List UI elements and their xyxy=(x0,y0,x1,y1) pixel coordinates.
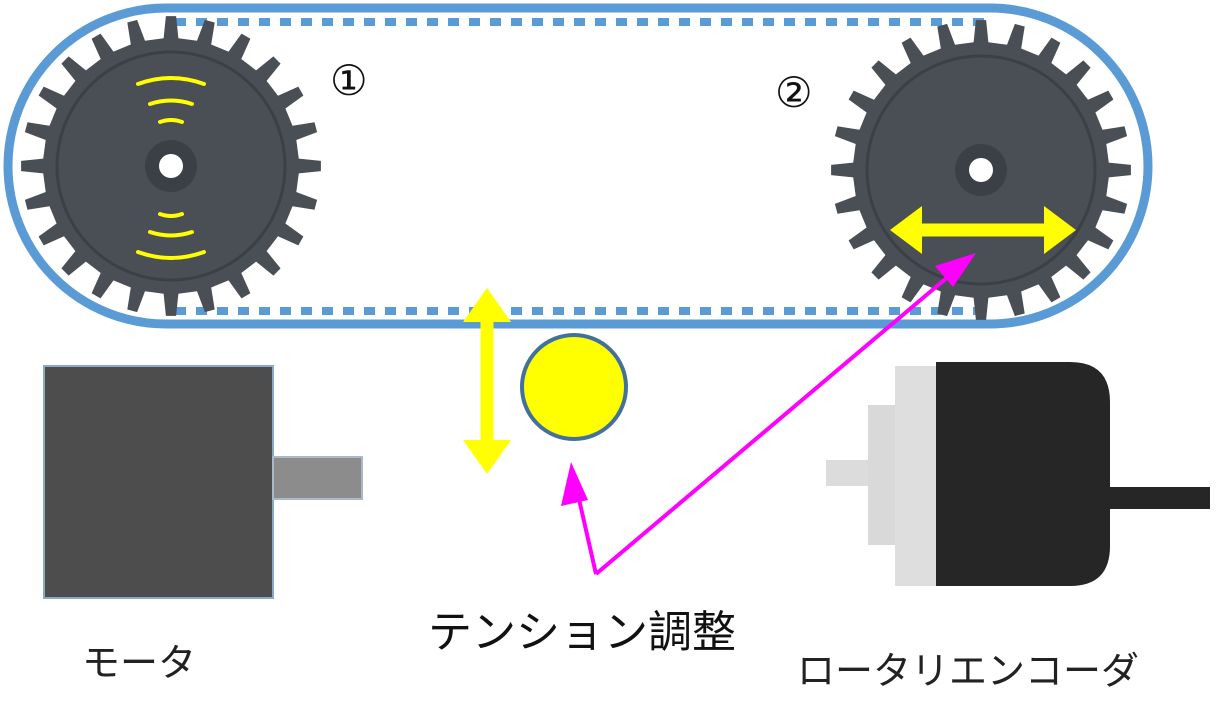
gear-icon xyxy=(21,16,321,316)
timing-belt xyxy=(3,3,1153,329)
tension-roller xyxy=(520,333,628,441)
motor-label: モータ xyxy=(82,641,197,685)
rotary-encoder-label: ロータリエンコーダ xyxy=(797,649,1140,693)
gear-rim xyxy=(865,54,1097,286)
gear-axle-hole xyxy=(159,154,183,178)
pulley-1-label: ① xyxy=(330,56,368,105)
motor-icon xyxy=(43,365,363,599)
gear-axle-hole xyxy=(969,158,993,182)
tension-pointer-arrows xyxy=(561,253,976,576)
tension-adjust-label: テンション調整 xyxy=(428,607,736,658)
vertical-adjust-arrow xyxy=(463,288,511,474)
gear-icon xyxy=(831,20,1131,320)
rotary-encoder-icon xyxy=(826,362,1210,586)
pulley-2-label: ② xyxy=(775,68,813,117)
horizontal-adjust-arrow xyxy=(890,206,1076,254)
rotation-marks xyxy=(136,76,206,260)
gear-rim xyxy=(55,50,287,282)
